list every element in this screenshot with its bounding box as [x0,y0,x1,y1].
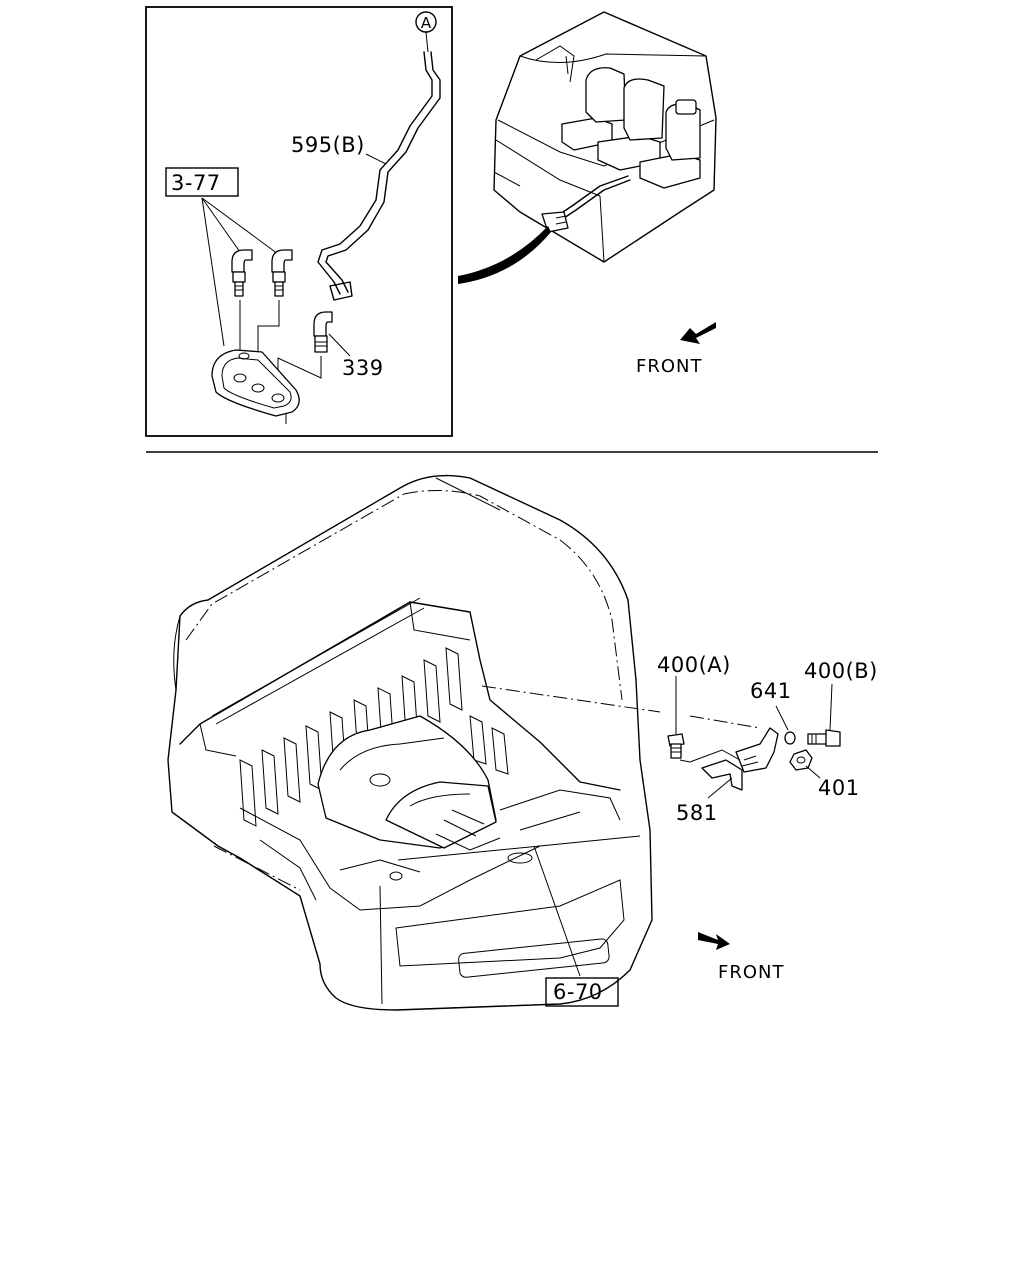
label-339: 339 [342,356,384,380]
label-400b: 400(B) [804,659,878,683]
exploded-parts: 400(A) 581 641 400(B) 401 [657,653,878,825]
bolt-400a [667,733,685,759]
elbow-fitting-2 [271,249,293,297]
ref-circle-text: A [421,14,432,32]
leader-401 [805,765,821,779]
bracket-581 [701,759,743,791]
leader-595b [365,153,387,165]
bolt-400b [807,729,841,747]
label-581: 581 [676,801,718,825]
leader-339 [328,333,351,357]
front-arrow-icon [680,322,716,344]
base-plate [211,349,300,424]
cab-floor-view [167,474,653,1011]
hose-595b [317,31,441,301]
box-6-70 [545,977,619,1007]
label-401: 401 [818,776,860,800]
elbow-fitting-1 [231,249,253,297]
front-label-top: FRONT [636,356,703,377]
front-label-bottom: FRONT [718,962,785,983]
leaders-3-77 [201,197,279,347]
label-6-70: 6-70 [553,980,603,1004]
cab-seats [561,67,701,189]
label-595b: 595(B) [291,133,365,157]
leader-400b [829,683,833,731]
view-pointer [458,226,551,284]
leader-641 [775,705,789,731]
leader-581 [707,777,733,799]
leaders-6-70 [379,845,581,1005]
elbow-fitting-339 [313,311,333,353]
pointer-dash-2 [689,715,761,729]
label-641: 641 [750,679,792,703]
front-arrow-icon [698,932,730,950]
pointer-dash [481,685,661,713]
box-3-77 [165,167,239,197]
label-3-77: 3-77 [171,171,221,195]
front-arrow-bottom: FRONT [698,932,785,983]
ref-circle-a-icon: A [415,11,437,33]
washer-641 [784,731,796,745]
bracket-hanger [735,727,779,773]
label-400a: 400(A) [657,653,731,677]
cab-interior-view [493,11,717,263]
nut-401 [789,749,813,771]
front-arrow-top: FRONT [636,322,716,377]
inset-panel: A 595(B) 3-77 [145,6,453,437]
